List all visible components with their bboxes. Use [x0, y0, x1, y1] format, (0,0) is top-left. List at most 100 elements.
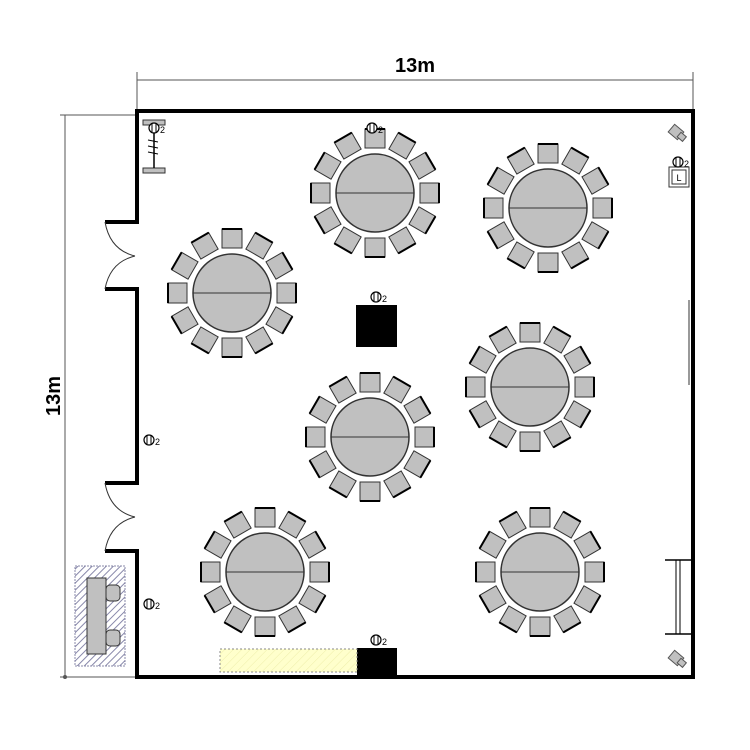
chair: [529, 616, 551, 637]
outlet-label: 2: [160, 125, 165, 135]
chair: [221, 228, 243, 249]
width-label: 13m: [395, 55, 435, 77]
round-table-2[interactable]: [483, 143, 613, 273]
chair: [328, 470, 357, 499]
chair: [190, 231, 219, 260]
reception-desk: [74, 565, 126, 667]
chair: [581, 221, 610, 250]
chair: [333, 131, 362, 160]
round-table-5[interactable]: [305, 372, 435, 502]
round-table-3[interactable]: [167, 228, 297, 358]
chair: [468, 400, 497, 429]
outlet-icon: 2: [366, 122, 383, 135]
chair: [561, 146, 590, 175]
chair: [478, 530, 507, 559]
chair: [414, 426, 435, 448]
chair: [563, 400, 592, 429]
chair: [278, 605, 307, 634]
chair: [223, 605, 252, 634]
chair: [563, 345, 592, 374]
chair: [486, 221, 515, 250]
chair: [537, 143, 559, 164]
chair: [506, 146, 535, 175]
chair: [383, 470, 412, 499]
outlet-icon: 2: [143, 598, 160, 611]
stage-area: [219, 648, 358, 673]
chair: [278, 510, 307, 539]
chair: [592, 197, 613, 219]
tables: [167, 128, 613, 637]
height-label: 13m: [43, 376, 65, 416]
chair: [506, 241, 535, 270]
chair: [383, 375, 412, 404]
chair: [359, 481, 381, 502]
chair: [364, 237, 386, 258]
chair: [245, 231, 274, 260]
chair: [465, 376, 486, 398]
chair: [245, 326, 274, 355]
chair: [328, 375, 357, 404]
door-lower[interactable]: [104, 482, 136, 552]
bottom-speaker-block: [357, 648, 397, 677]
camera-icon: [667, 649, 688, 669]
outlet-icon: 2: [370, 291, 387, 304]
chair: [170, 306, 199, 335]
chair: [388, 131, 417, 160]
chair: [359, 372, 381, 393]
chair: [519, 322, 541, 343]
chair: [333, 226, 362, 255]
chair: [254, 616, 276, 637]
walls: [105, 109, 695, 679]
chair: [167, 282, 188, 304]
window-bottom-right: [665, 559, 693, 635]
chair: [403, 395, 432, 424]
lectern-label: L: [676, 173, 681, 183]
chair: [298, 585, 327, 614]
door-upper[interactable]: [104, 221, 136, 290]
outlet-label: 2: [155, 437, 160, 447]
chair: [310, 182, 331, 204]
chair: [308, 395, 337, 424]
chair: [170, 251, 199, 280]
outlet-icon: 2: [148, 122, 165, 135]
chair: [553, 605, 582, 634]
chair: [313, 206, 342, 235]
chair: [305, 426, 326, 448]
chair: [203, 585, 232, 614]
chair: [200, 561, 221, 583]
chair: [265, 251, 294, 280]
height-dimension: 13m: [43, 114, 137, 679]
chair: [543, 325, 572, 354]
chair: [498, 605, 527, 634]
chair: [483, 197, 504, 219]
chair: [543, 420, 572, 449]
chair: [223, 510, 252, 539]
chair: [581, 166, 610, 195]
outlet-label: 2: [378, 125, 383, 135]
chair: [221, 337, 243, 358]
outlet-label: 2: [155, 601, 160, 611]
chair: [308, 450, 337, 479]
chair: [561, 241, 590, 270]
outlet-label: 2: [382, 294, 387, 304]
outlet-label: 2: [684, 159, 689, 169]
chair: [573, 585, 602, 614]
outlet-icon: 2: [370, 634, 387, 647]
round-table-6[interactable]: [200, 507, 330, 637]
chair: [488, 325, 517, 354]
round-table-7[interactable]: [475, 507, 605, 637]
round-table-4[interactable]: [465, 322, 595, 452]
chair: [313, 151, 342, 180]
chair: [574, 376, 595, 398]
round-table-1[interactable]: [310, 128, 440, 258]
outlet-label: 2: [382, 637, 387, 647]
chair: [573, 530, 602, 559]
lectern: L: [668, 166, 690, 188]
chair: [553, 510, 582, 539]
cameras: [667, 123, 688, 669]
center-speaker-block: [356, 305, 397, 347]
outlet-icon: 2: [672, 156, 689, 169]
chair: [203, 530, 232, 559]
camera-icon: [667, 123, 688, 143]
